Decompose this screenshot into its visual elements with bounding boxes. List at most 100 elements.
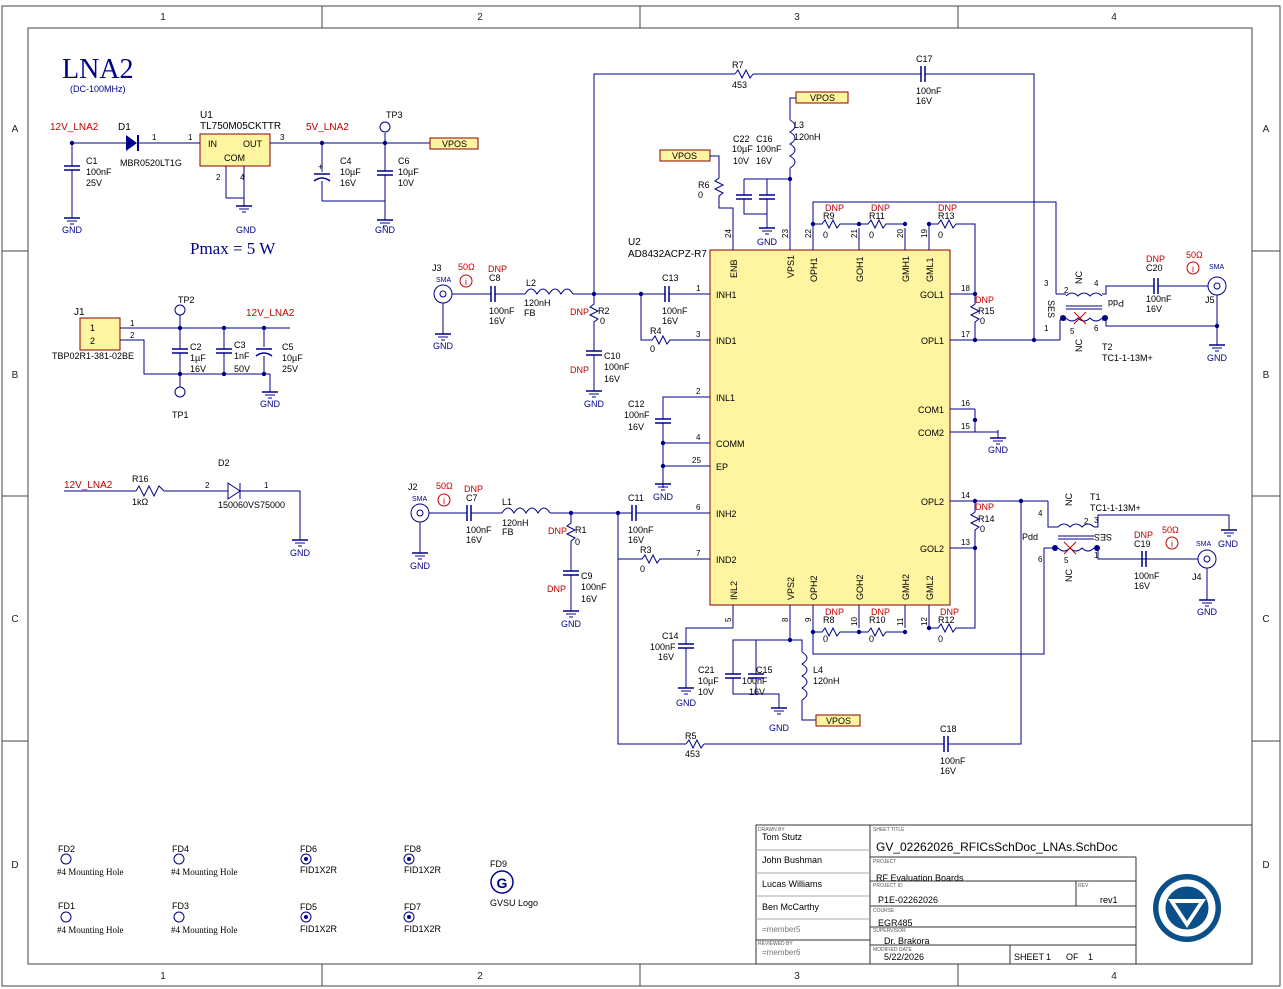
r14-resistor[interactable] [969,501,981,548]
pin-num: 1 [130,319,135,328]
c12-rating: 16V [628,422,644,432]
t2-transformer[interactable] [1060,292,1108,325]
r5-resistor[interactable] [685,738,705,750]
r7-resistor[interactable] [734,68,754,80]
j5-sma-connector[interactable] [1207,276,1227,296]
dnp-flag: DNP [488,264,507,274]
tp1-testpoint[interactable] [174,386,186,398]
ohm-marker: 50Ω [1162,525,1179,535]
supervisor: Dr. Brakora [884,936,930,946]
d2-led-icon [227,482,241,500]
reviewed-by-header: REVIEWED BY [758,941,793,947]
c5-value: 10µF [282,353,303,363]
r10-resistor[interactable] [859,626,905,638]
r15-resistor[interactable] [969,294,981,340]
r2-resistor[interactable] [588,294,600,351]
c17-ref: C17 [916,54,933,64]
col-label: 3 [794,12,800,23]
j3-sma-connector[interactable] [433,284,453,304]
u1-regulator[interactable] [199,133,271,167]
c7-ref: C7 [466,493,478,503]
c7-rating: 16V [466,535,482,545]
fd7-ref: FD7 [404,902,421,912]
sheet-title-header: SHEET TITLE [873,827,905,833]
c7-value: 100nF [466,525,492,535]
r4-resistor[interactable] [640,294,688,346]
r3-resistor[interactable] [617,513,688,565]
pin-num: 9 [804,617,813,622]
c22-rating: 10V [733,156,749,166]
pin-num: 4 [696,433,701,442]
c17-value: 100nF [916,86,942,96]
c3-ref: C3 [234,340,246,350]
u1-part: TL750M05CKTTR [200,121,281,132]
c5-ref: C5 [282,342,294,352]
l3-inductor[interactable] [789,119,796,169]
right-pin-names: GOL1 OPL1 COM1 COM2 OPL2 GOL2 [918,290,944,554]
pin-num: 3 [696,330,701,339]
vpos-port [429,137,479,150]
ses-label: SES [1094,532,1112,542]
r2-value: 0 [600,316,605,326]
pin-name: GML2 [925,575,935,600]
c9-ref: C9 [581,571,593,581]
pin-name: IND2 [716,555,737,565]
tp3-testpoint[interactable] [379,121,391,133]
r1-value: 0 [575,537,580,547]
dnp-flag: DNP [940,607,959,617]
r9-resistor[interactable] [813,218,859,230]
nc-label: NC [1074,339,1084,352]
j1-connector[interactable] [79,317,121,351]
r11-resistor[interactable] [859,218,905,230]
member-5: =member5 [762,925,801,934]
c15-rating: 16V [749,687,765,697]
r16-resistor[interactable] [135,484,165,498]
pin-num: 25 [692,456,701,465]
fd2-desc: #4 Mounting Hole [57,867,124,877]
t1-transformer[interactable] [1052,523,1100,555]
c18-ref: C18 [940,724,957,734]
drawn-by-header: DRAWN BY [758,827,785,833]
c1-value: 100nF [86,167,112,177]
mounting-hole-icon [60,911,72,923]
sma-label: SMA [436,277,452,284]
j2-sma-connector[interactable] [410,503,430,523]
r12-resistor[interactable] [929,548,976,634]
l2-inductor[interactable] [524,288,574,295]
j1-part: TBP02R1-381-02BE [52,351,134,361]
pin-name: GOL1 [920,290,944,300]
r8-resistor[interactable] [812,626,859,638]
c18-value: 100nF [940,756,966,766]
r14-value: 0 [980,524,985,534]
revision: rev1 [1100,895,1118,905]
supervisor-header: SUPERVISOR [873,928,906,934]
zone-dividers [2,6,1280,986]
c16-rating: 16V [756,156,772,166]
pin-num: 7 [696,549,701,558]
l4-inductor[interactable] [801,651,808,701]
gnd-label: GND [375,225,396,235]
pin-name: INH1 [716,290,737,300]
gnd-label: GND [62,225,83,235]
tp2-testpoint[interactable] [174,304,186,316]
r1-resistor[interactable] [565,513,577,571]
r6-resistor[interactable] [710,155,734,228]
l1-inductor[interactable] [501,507,551,514]
c19-rating: 16V [1134,581,1150,591]
tp3-ref: TP3 [386,110,403,120]
row-label: C [1262,614,1269,625]
r13-resistor[interactable] [928,218,976,294]
j1-ref: J1 [74,307,85,318]
member-3: Lucas Williams [762,879,823,889]
fiducial-icon [300,853,312,865]
c6-rating: 10V [398,178,414,188]
page-title: LNA2 [62,54,134,85]
gnd-label: GND [433,341,454,351]
c9-value: 100nF [581,582,607,592]
u1-ref: U1 [200,110,213,121]
ohm-marker: 50Ω [458,262,475,272]
pin-name: GOL2 [920,544,944,554]
u2-amplifier[interactable] [709,249,951,606]
j4-sma-connector[interactable] [1197,549,1217,569]
c2-rating: 16V [190,364,206,374]
